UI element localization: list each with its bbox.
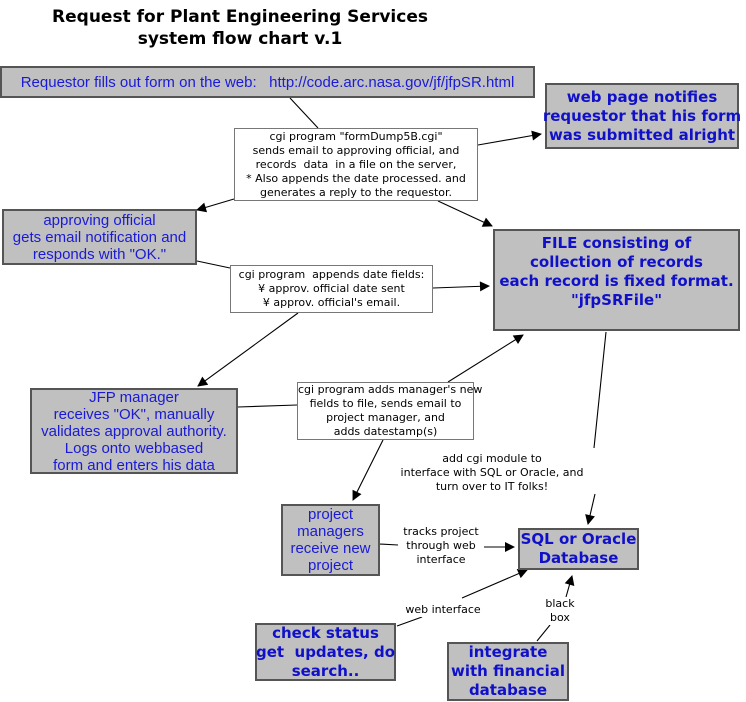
node-web-notify: web page notifies requestor that his for… <box>543 83 741 149</box>
label-tracks-project: tracks project through web interface <box>398 525 484 567</box>
arrow-managerfields-to-projectmanagers <box>352 439 384 501</box>
arrow-blackbox-to-database <box>564 575 575 598</box>
node-jfp-manager: JFP manager receives "OK", manually vali… <box>30 388 238 474</box>
connector-projectmanagers-to-tracks <box>378 543 399 546</box>
title-line: Request for Plant Engineering Services <box>52 7 428 27</box>
note-manager-fields: cgi program adds manager's new fields to… <box>297 382 483 440</box>
connector-financial-to-blackbox <box>536 624 551 642</box>
arrow-formdump-to-approving <box>196 198 235 213</box>
arrow-formdump-to-webnotify <box>477 130 542 146</box>
chart-title: Request for Plant Engineering Services s… <box>0 6 480 50</box>
note-append-dates: cgi program appends date fields: ¥ appro… <box>230 265 433 313</box>
connector-requestor-to-formdump <box>289 97 319 129</box>
connector-file-to-cgimodule <box>593 331 607 449</box>
node-approving-official: approving official gets email notificati… <box>2 209 197 265</box>
node-project-managers: project managers receive new project <box>281 504 380 576</box>
node-requestor: Requestor fills out form on the web: htt… <box>0 66 535 98</box>
connector-checkstatus-to-webinterface <box>396 616 423 627</box>
node-financial: integrate with financial database <box>447 642 569 701</box>
label-web-interface: web interface <box>401 603 485 617</box>
label-black-box: black box <box>543 597 577 625</box>
note-formdump: cgi program "formDump5B.cgi" sends email… <box>234 128 478 201</box>
arrow-webinterface-to-database <box>461 568 528 599</box>
title-line: system flow chart v.1 <box>137 29 343 49</box>
label-cgi-module: add cgi module to interface with SQL or … <box>389 452 595 494</box>
connector-approving-to-appenddates <box>196 260 231 269</box>
arrow-managerfields-to-file <box>447 334 524 383</box>
node-file: FILE consisting of collection of records… <box>493 229 740 331</box>
node-check-status: check status get updates, do search.. <box>255 623 396 681</box>
node-database: SQL or Oracle Database <box>518 528 639 570</box>
connector-jfpmanager-to-managerfields <box>237 404 298 408</box>
arrow-appenddates-to-jfpmanager <box>197 312 299 387</box>
arrow-appenddates-to-file <box>432 281 490 292</box>
arrow-formdump-to-file <box>437 200 493 227</box>
arrow-cgimodule-to-database <box>585 493 596 525</box>
